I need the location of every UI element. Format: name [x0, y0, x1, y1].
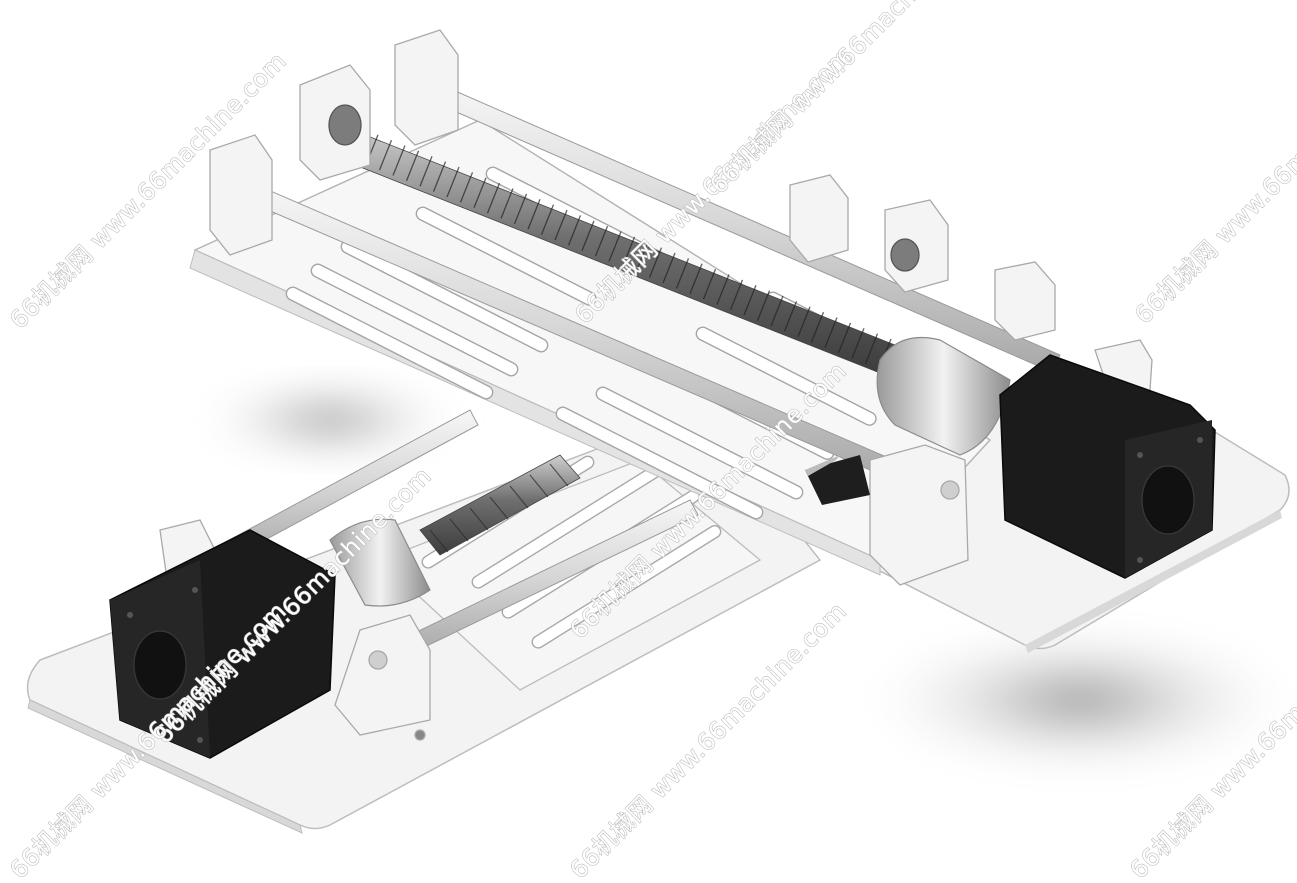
- screw-thread: [824, 317, 838, 348]
- screw-thread: [405, 150, 420, 182]
- screw-thread: [743, 285, 757, 316]
- screw-thread: [702, 268, 717, 300]
- screw-thread: [527, 199, 541, 230]
- screw-thread: [797, 306, 811, 337]
- screw-thread: [486, 182, 501, 214]
- screw-thread: [662, 252, 676, 284]
- lower-stepper-motor: [109, 529, 336, 759]
- screw-thread: [729, 279, 744, 311]
- upper-bearing-blocks: [209, 29, 1153, 586]
- screw-thread: [419, 156, 433, 187]
- screw-thread: [689, 263, 703, 294]
- screw-thread: [770, 295, 784, 327]
- screw-thread: [756, 290, 771, 321]
- upper-coupler: [876, 336, 1011, 456]
- lower-bearing-blocks: [159, 519, 431, 741]
- screw-thread: [608, 231, 622, 262]
- screw-thread: [554, 209, 568, 241]
- screw-thread: [864, 333, 879, 364]
- screw-thread: [837, 322, 852, 354]
- screw-thread: [621, 236, 636, 268]
- lower-ball-screw: [419, 454, 581, 556]
- screw-thread: [513, 193, 528, 225]
- screw-thread: [851, 328, 865, 359]
- screw-thread: [378, 139, 393, 171]
- watermark-9: 66机械网 www.66machine.com: [704, 0, 991, 199]
- screw-thread: [716, 274, 730, 305]
- watermark-3: 66机械网 www.66machine.com: [1129, 42, 1297, 329]
- shadows: [190, 375, 1297, 780]
- screw-thread: [567, 215, 582, 246]
- lower-coupler: [329, 518, 431, 607]
- screw-thread: [810, 311, 825, 343]
- screw-thread: [783, 301, 798, 332]
- limit-switch: [805, 455, 870, 505]
- screw-thread: [446, 166, 460, 198]
- upper-stepper-motor: [999, 354, 1216, 579]
- screw-thread: [675, 258, 690, 289]
- screw-thread: [500, 188, 514, 219]
- screw-thread: [648, 247, 663, 278]
- screw-thread: [432, 161, 447, 192]
- screw-thread: [473, 177, 487, 208]
- screw-thread: [459, 172, 474, 203]
- screw-thread: [581, 220, 595, 251]
- screw-thread: [392, 145, 406, 176]
- screw-thread: [594, 225, 609, 257]
- screw-thread: [635, 242, 649, 273]
- screw-thread: [540, 204, 555, 235]
